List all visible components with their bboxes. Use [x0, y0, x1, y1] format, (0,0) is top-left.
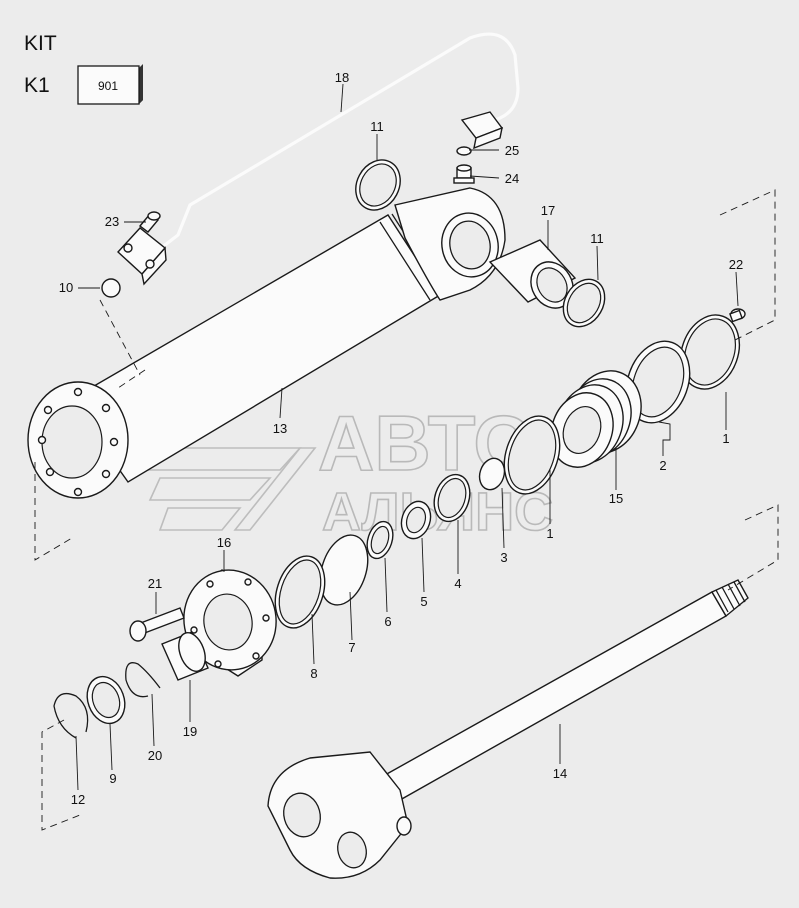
- cylinder-head-16: [183, 569, 277, 677]
- piston-15: [550, 370, 642, 468]
- ring-1-lower: [503, 415, 561, 495]
- k1-code: 901: [98, 79, 118, 93]
- callout-4: 4: [454, 576, 461, 591]
- callout-13: 13: [273, 421, 287, 436]
- hydraulic-tube: [117, 32, 520, 286]
- plug-24: [453, 164, 475, 184]
- washer-25: [456, 146, 472, 156]
- ring-8: [274, 555, 326, 629]
- kit-boundaries: [34, 189, 779, 831]
- callout-22: 22: [729, 257, 743, 272]
- snap-ring-20: [125, 662, 161, 698]
- callout-10: 10: [59, 280, 73, 295]
- callout-18: 18: [335, 70, 349, 85]
- callout-3: 3: [500, 550, 507, 565]
- disc-7: [319, 534, 369, 606]
- callout-24: 24: [505, 171, 519, 186]
- callout-15: 15: [609, 491, 623, 506]
- k1-code-box: 901: [77, 64, 143, 105]
- o-ring-11-upper: [355, 159, 401, 211]
- bushing-17: [488, 239, 577, 309]
- bolt-23: [138, 211, 161, 233]
- cylinder-tube-13: [27, 187, 506, 499]
- callout-20: 20: [148, 748, 162, 763]
- callout-5: 5: [420, 594, 427, 609]
- bolt-21: [129, 607, 185, 642]
- callout-16: 16: [217, 535, 231, 550]
- snap-ring-12: [53, 692, 89, 739]
- callout-12: 12: [71, 792, 85, 807]
- callout-23: 23: [105, 214, 119, 229]
- callout-19: 19: [183, 724, 197, 739]
- leader-lines: [75, 83, 739, 791]
- disc-3: [478, 457, 506, 491]
- ring-6: [366, 520, 394, 560]
- k1-label: K1: [24, 74, 50, 97]
- callout-2: 2: [659, 458, 666, 473]
- ring-2: [625, 340, 691, 424]
- callout-1-lower: 1: [546, 526, 553, 541]
- callout-9: 9: [109, 771, 116, 786]
- callout-7: 7: [348, 640, 355, 655]
- piston-rod-14: [267, 579, 749, 879]
- callout-21: 21: [148, 576, 162, 591]
- ring-1-right: [679, 314, 741, 390]
- callout-11-upper: 11: [370, 119, 384, 134]
- check-ball-10: [101, 278, 121, 298]
- bushing-19: [161, 631, 209, 681]
- callout-labels: 18 11 25 24 17 11 22 23 10 13 1 2 15 1 3…: [59, 70, 743, 807]
- ring-4: [433, 473, 471, 523]
- callout-11-lower: 11: [590, 231, 604, 246]
- callout-8: 8: [310, 666, 317, 681]
- stop-22: [729, 308, 746, 323]
- watermark-logo: [138, 447, 317, 531]
- callout-17: 17: [541, 203, 555, 218]
- callout-1-right: 1: [722, 431, 729, 446]
- ring-5: [400, 500, 432, 540]
- callout-25: 25: [505, 143, 519, 158]
- callout-6: 6: [384, 614, 391, 629]
- callout-14: 14: [553, 766, 567, 781]
- ring-9: [86, 675, 126, 725]
- kit-label: KIT: [24, 32, 57, 55]
- o-ring-11-lower: [562, 278, 606, 328]
